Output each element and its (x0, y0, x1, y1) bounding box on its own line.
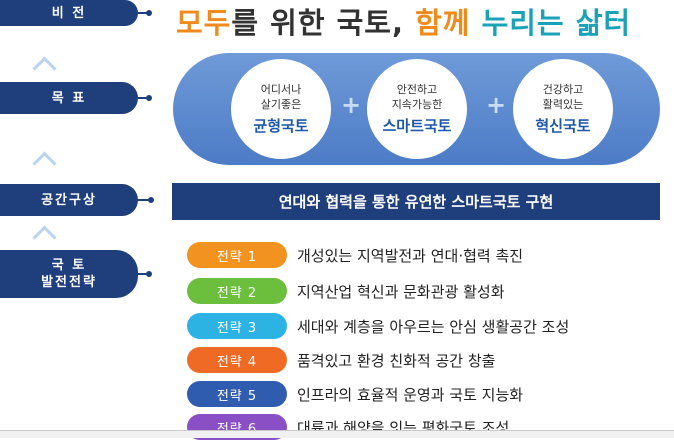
plus-icon: + (341, 91, 362, 119)
goal-line2: 살기좋은 (260, 98, 302, 111)
vision-title: 모두를 위한 국토, 함께 누리는 삶터 (176, 0, 631, 42)
connector-line (138, 97, 148, 99)
nav-tab-vision: 비 전 (0, 0, 138, 26)
vision-part-1: 모두 (176, 6, 232, 40)
plus-icon: + (486, 91, 507, 119)
chevron-up-icon (32, 56, 57, 81)
bottom-divider (0, 430, 674, 438)
nav-tab-strategy: 국 토 발전전략 (0, 250, 138, 298)
strategy-badge-4: 전략 4 (187, 347, 287, 373)
goal-circle-smart: 안전하고 지속가능한 스마트국토 (367, 59, 467, 159)
nav-tab-goal-label: 목 표 (51, 90, 87, 106)
chevron-up-icon (32, 151, 57, 176)
strategy-text-1: 개성있는 지역발전과 연대·협력 촉진 (297, 247, 524, 265)
goal-line2: 활력있는 (542, 98, 584, 111)
goal-line2: 지속가능한 (391, 98, 443, 111)
nav-tab-concept: 공간구상 (0, 184, 138, 216)
goal-line1: 건강하고 (542, 83, 584, 96)
goal-main: 혁신국토 (535, 117, 591, 135)
connector-dot (146, 95, 152, 101)
strategy-text-2: 지역산업 혁신과 문화관광 활성화 (297, 283, 505, 301)
connector-dot (146, 10, 152, 16)
strategy-text-4: 품격있고 환경 친화적 공간 창출 (297, 352, 496, 370)
goal-circle-innovation: 건강하고 활력있는 혁신국토 (513, 59, 613, 159)
connector-line (138, 273, 148, 275)
strategy-text-5: 인프라의 효율적 운영과 국토 지능화 (297, 386, 524, 404)
vision-part-2: 를 위한 국토, (231, 6, 416, 40)
nav-tab-strategy-label: 국 토 발전전략 (41, 258, 97, 290)
goal-main: 스마트국토 (382, 117, 452, 135)
goal-main: 균형국토 (253, 117, 309, 135)
nav-tab-concept-label: 공간구상 (41, 192, 97, 208)
connector-line (138, 199, 150, 201)
connector-line (138, 12, 148, 14)
vision-part-4: 누리는 삶터 (470, 6, 632, 40)
goals-panel: 어디서나 살기좋은 균형국토 + 안전하고 지속가능한 스마트국토 + 건강하고… (173, 53, 660, 165)
connector-dot (148, 197, 154, 203)
goal-line1: 어디서나 (260, 83, 302, 96)
nav-tab-goal: 목 표 (0, 82, 138, 114)
vision-part-3: 함께 (415, 6, 471, 40)
strategy-badge-5: 전략 5 (187, 381, 287, 407)
concept-bar: 연대와 협력을 통한 유연한 스마트국토 구현 (172, 183, 660, 220)
strategy-badge-3: 전략 3 (187, 313, 287, 339)
nav-tab-vision-label: 비 전 (51, 5, 87, 21)
strategy-badge-2: 전략 2 (187, 278, 287, 304)
strategy-text-3: 세대와 계층을 아우르는 안심 생활공간 조성 (297, 318, 570, 336)
strategy-badge-1: 전략 1 (187, 242, 287, 268)
chevron-up-icon (32, 225, 57, 250)
goal-line1: 안전하고 (396, 83, 438, 96)
connector-dot (146, 271, 152, 277)
goal-circle-balanced: 어디서나 살기좋은 균형국토 (231, 59, 331, 159)
